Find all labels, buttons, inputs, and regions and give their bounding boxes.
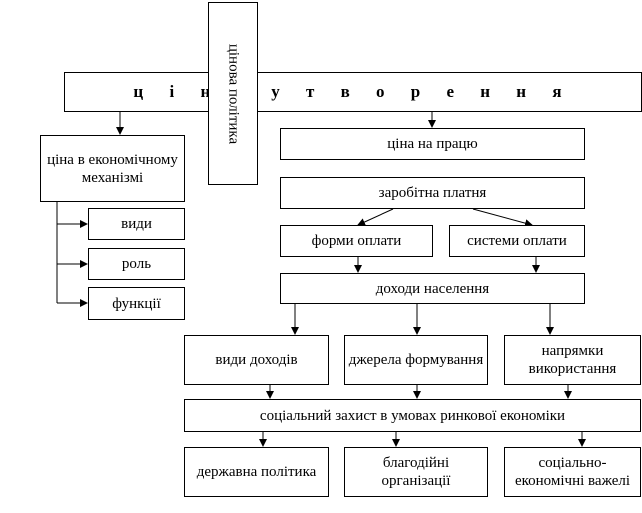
socio-economic-box: соціально-економічні важелі (504, 447, 641, 497)
economic-mechanism-box: ціна в економічному механізмі (40, 135, 185, 202)
social-protection-label: соціальний захист в умовах ринкової екон… (259, 407, 566, 424)
income-label: доходи населення (375, 280, 490, 297)
types-box: види (88, 208, 185, 240)
labor-price-label: ціна на працю (387, 136, 478, 152)
charity-box: благодійні організації (344, 447, 488, 497)
income-types-label: види доходів (215, 352, 298, 368)
connector-wages-to-forms (357, 208, 394, 226)
income-uses-label: напрямки використання (528, 343, 617, 377)
functions-box: функції (88, 287, 185, 320)
role-label: роль (121, 256, 152, 272)
role-box: роль (88, 248, 185, 280)
state-policy-label: державна політика (196, 464, 317, 480)
socio-economic-label: соціально-економічні важелі (514, 455, 631, 489)
functions-label: функції (112, 295, 161, 312)
charity-label: благодійні організації (381, 455, 451, 489)
title-box: ц і н о у т в о р е н н я (64, 72, 642, 112)
income-sources-label: джерела формування (348, 352, 484, 368)
income-types-box: види доходів (184, 335, 329, 385)
labor-price-box: ціна на працю (280, 128, 585, 160)
types-label: види (121, 216, 152, 232)
pay-systems-box: системи оплати (449, 225, 585, 257)
social-protection-box: соціальний захист в умовах ринкової екон… (184, 399, 641, 432)
pay-systems-label: системи оплати (467, 233, 567, 249)
wages-box: заробітна платня (280, 177, 585, 209)
pay-forms-label: форми оплати (311, 233, 402, 249)
state-policy-box: державна політика (184, 447, 329, 497)
income-uses-box: напрямки використання (504, 335, 641, 385)
income-box: доходи населення (280, 273, 585, 304)
price-policy-box: цінова політика (208, 2, 258, 185)
title-label: ц і н о у т в о р е н н я (133, 81, 573, 101)
connector-wages-to-systems (472, 208, 533, 228)
economic-mechanism-label: ціна в економічному механізмі (47, 151, 178, 186)
pay-forms-box: форми оплати (280, 225, 433, 257)
price-policy-label: цінова політика (225, 43, 242, 144)
wages-label: заробітна платня (378, 185, 487, 201)
income-sources-box: джерела формування (344, 335, 488, 385)
